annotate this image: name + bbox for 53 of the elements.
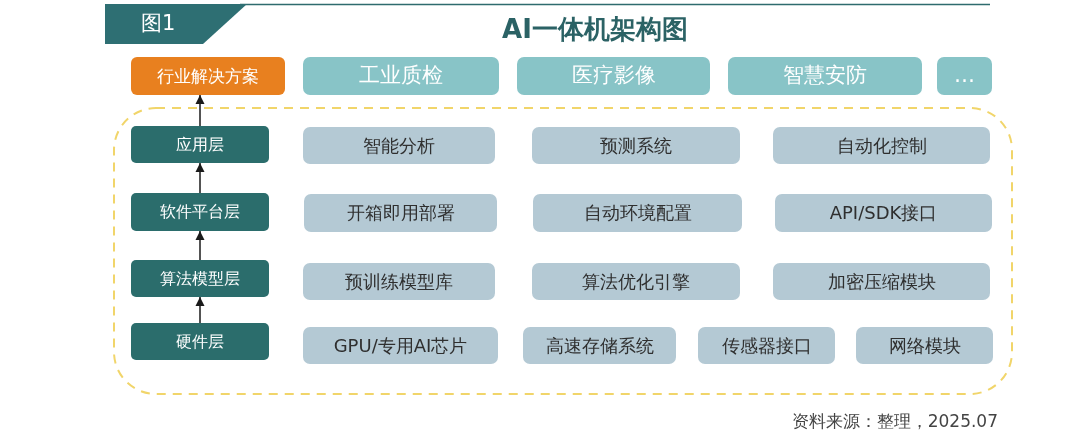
figure-number: 图1 [141,11,176,37]
component-label: 加密压缩模块 [827,270,936,293]
component-label: 预测系统 [600,134,672,157]
layer-label: 硬件层 [176,331,224,352]
arrow [195,162,205,194]
layer-label: 算法模型层 [160,268,240,289]
solution-box [131,57,285,95]
scenario-box [937,57,992,95]
component-box [303,263,495,300]
scenario-label: 工业质检 [359,63,443,89]
component-label: API/SDK接口 [829,202,938,224]
arrow [195,230,205,261]
layer-box [131,193,269,231]
component-box [698,327,835,364]
component-box [523,327,676,364]
component-box [856,327,993,364]
layer-box [131,260,269,297]
component-box [532,127,740,164]
layer-label: 软件平台层 [160,202,240,222]
component-box [775,194,992,232]
source-note: 资料来源：整理，2025.07 [791,410,998,433]
scenario-label: 医疗影像 [571,63,656,89]
arrow [195,94,205,127]
scenario-box [303,57,499,95]
component-label: GPU/专用AI芯片 [333,334,468,357]
layer-label: 应用层 [176,134,224,155]
component-label: 预训练模型库 [345,270,453,293]
component-label: 传感器接口 [721,334,812,357]
scenario-box [728,57,922,95]
arrow [195,296,205,324]
component-box [304,194,497,232]
component-box [532,263,740,300]
component-box [303,327,498,364]
component-label: 高速存储系统 [545,334,654,357]
component-box [533,194,742,232]
component-box [303,127,495,164]
diagram-title: AI一体机架构图 [501,13,689,46]
dashed-container [113,107,1013,395]
figure-tab [105,4,247,44]
component-label: 网络模块 [888,334,961,357]
component-label: 开箱即用部署 [346,202,455,224]
component-box [773,127,990,164]
component-label: 智能分析 [363,134,435,157]
component-label: 算法优化引擎 [582,270,690,293]
scenario-box [517,57,710,95]
layer-box [131,323,269,360]
component-label: 自动化控制 [836,134,927,157]
scenario-label: 智慧安防 [783,63,867,89]
component-label: 自动环境配置 [583,202,692,224]
scenario-label: … [954,63,975,89]
solution-label: 行业解决方案 [157,65,259,87]
component-box [773,263,990,300]
layer-box [131,126,269,163]
